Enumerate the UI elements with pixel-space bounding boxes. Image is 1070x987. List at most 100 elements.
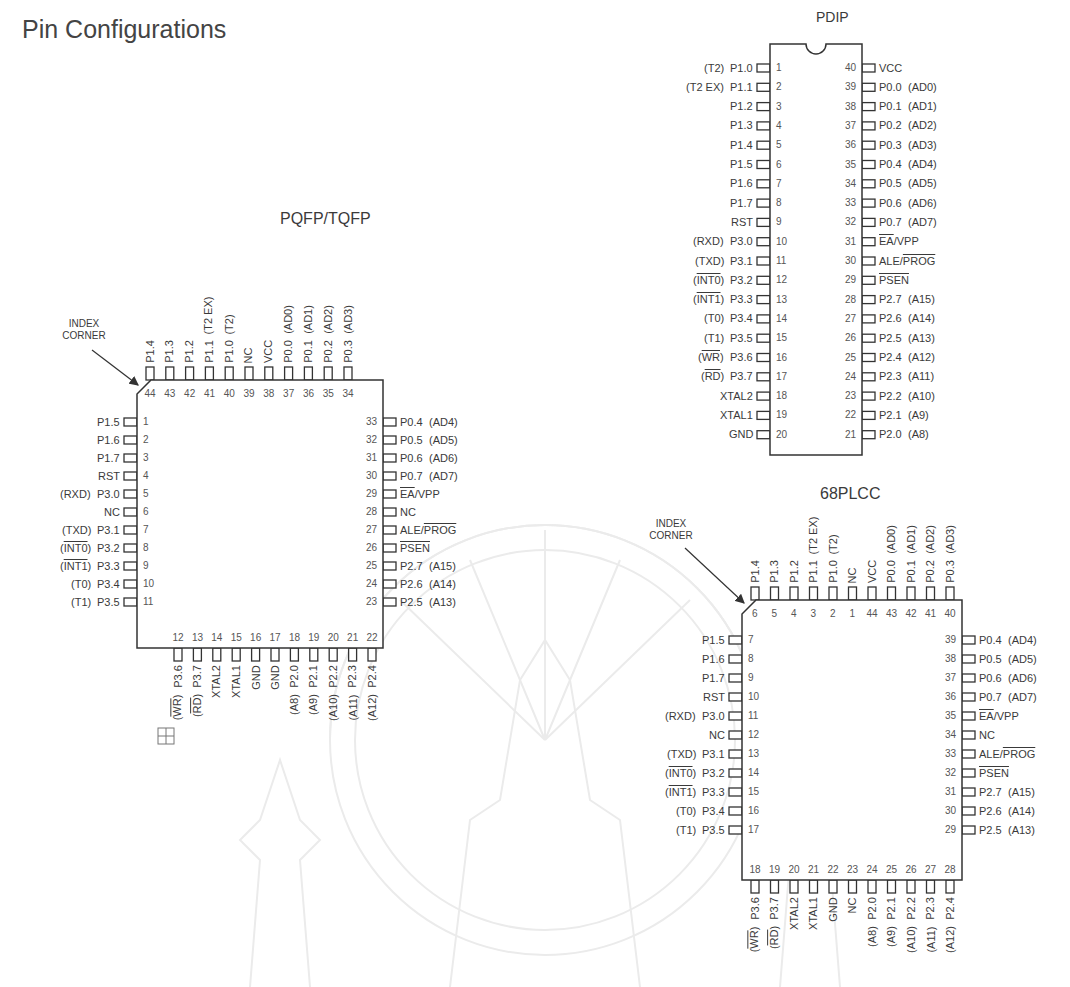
pin-name: P2.0 [865,897,878,920]
pin-number: 10 [748,691,759,703]
pin-number: 31 [945,786,956,798]
pin-lead [245,367,253,380]
pin-lead [124,598,137,606]
pin-number: 38 [263,388,274,400]
pin-number: 31 [845,236,856,248]
pin-number: 40 [845,62,856,74]
pin-number: 12 [776,274,787,286]
pin-number: 18 [776,390,787,402]
pin-number: 26 [366,542,377,554]
pin-number: 7 [776,178,782,190]
pin-name: NC [400,506,416,519]
pin-number: 15 [748,786,759,798]
pin-name: P3.1 [97,524,120,537]
pin-lead [383,436,396,444]
package-outline [742,600,962,880]
pin-function: (A9) [307,694,320,715]
pin-number: 4 [776,120,782,132]
pin-function: (WR) [171,694,184,720]
pin-number: 8 [776,197,782,209]
pin-lead [962,731,975,739]
pin-number: 21 [347,632,358,644]
pin-name: P2.7 [879,293,902,306]
dip-outline [770,44,862,455]
pin-number: 10 [143,578,154,590]
pin-number: 32 [945,767,956,779]
pin-lead [962,826,975,834]
pin-name: P3.2 [702,767,725,780]
pin-lead [349,648,357,661]
pin-number: 37 [283,388,294,400]
pin-name: P2.4 [365,665,378,688]
pin-number: 32 [366,434,377,446]
pin-name: P1.2 [183,340,196,363]
pin-lead [729,826,742,834]
pin-lead [962,693,975,701]
pin-lead [962,788,975,796]
pin-lead [729,750,742,758]
pin-lead [751,587,759,600]
pin-number: 4 [143,470,149,482]
pin-lead [757,315,770,323]
pin-lead [757,218,770,226]
pin-name: P3.4 [702,805,725,818]
package-body: PQFP/TQFP [137,380,383,648]
pin-name: P2.2 [904,897,917,920]
pin-lead [907,587,915,600]
pin-lead [310,648,318,661]
pin-number: 20 [776,429,787,441]
pin-function: (A8) [908,428,929,441]
pin-function: (A9) [885,926,898,947]
pin-lead [888,587,896,600]
pin-lead [324,367,332,380]
pin-number: 38 [945,653,956,665]
pin-function: (A9) [908,409,929,422]
pin-function: (A10) [904,926,917,953]
pin-number: 21 [808,864,819,876]
pin-number: 1 [850,608,856,620]
pin-lead [868,587,876,600]
pin-name: RST [731,216,753,229]
pin-number: 9 [748,672,754,684]
pin-name: P3.0 [702,710,725,723]
pin-number: 9 [143,560,149,572]
pin-name: P0.0 [885,560,898,583]
pin-lead [757,238,770,246]
pin-function: (AD5) [908,177,937,190]
pin-number: 14 [211,632,222,644]
pin-number: 28 [845,294,856,306]
pin-lead [888,880,896,893]
pin-function: (AD2) [924,525,937,554]
pin-number: 41 [204,388,215,400]
pin-lead [757,122,770,130]
pin-lead [383,490,396,498]
pin-lead [927,587,935,600]
pin-lead [862,334,875,342]
pin-lead [729,788,742,796]
pin-function: (A15) [908,293,935,306]
pin-number: 42 [184,388,195,400]
pin-number: 35 [945,710,956,722]
pin-lead [862,64,875,72]
pin-lead [344,367,352,380]
pin-lead [862,180,875,188]
pin-name: P1.6 [730,177,753,190]
pin-lead [862,354,875,362]
pin-name: VCC [879,62,902,75]
pin-number: 44 [867,608,878,620]
pin-number: 6 [143,506,149,518]
pin-name: NC [979,729,995,742]
pin-name: P2.0 [879,428,902,441]
pin-lead [729,655,742,663]
pin-function: (A11) [924,926,937,952]
pin-lead [862,276,875,284]
index-corner-label: INDEX CORNER [58,318,110,342]
pin-lead [862,392,875,400]
pin-lead [757,411,770,419]
pin-lead [383,418,396,426]
pin-name: P3.5 [702,824,725,837]
pin-name: P2.0 [288,665,301,688]
pin-number: 23 [845,390,856,402]
pin-function: (TXD) [667,748,696,761]
pin-lead [383,580,396,588]
